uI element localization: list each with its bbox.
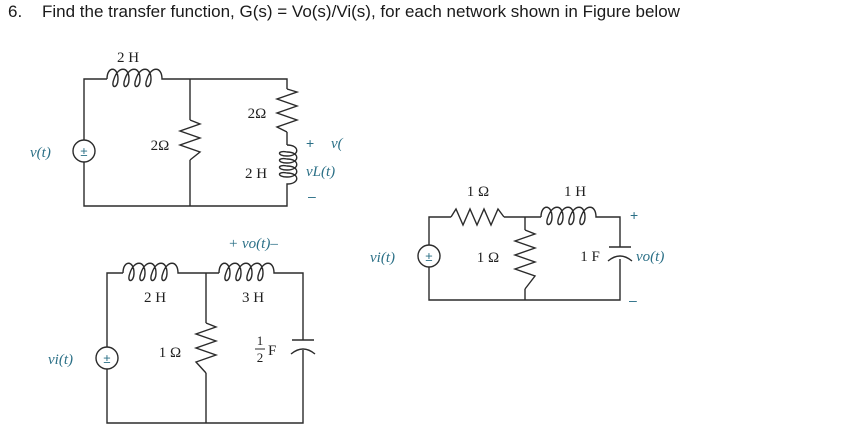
circuit-c-series-resistor bbox=[450, 207, 505, 227]
circuit-b-right-inductor bbox=[218, 262, 289, 282]
circuit-c-output-label: vo(t) bbox=[636, 249, 664, 265]
circuit-c-output-minus: – bbox=[629, 292, 637, 308]
circuit-b-capacitor-unit: F bbox=[268, 343, 276, 359]
circuit-c-output-plus: + bbox=[630, 207, 638, 223]
circuit-a: ± v(t) 2 H 2Ω 2Ω 2 H + v( vL(t) – bbox=[30, 50, 344, 207]
circuit-b-resistor-label: 1 Ω bbox=[159, 345, 181, 361]
circuit-a-top-inductor-label: 2 H bbox=[117, 50, 139, 66]
circuit-a-output-minus: – bbox=[308, 188, 316, 204]
circuit-a-right-resistor bbox=[274, 88, 300, 133]
circuit-c-capacitor-label: 1 F bbox=[580, 249, 600, 265]
circuit-c-shunt-resistor bbox=[512, 229, 538, 290]
circuit-c-inductor bbox=[540, 206, 605, 226]
circuit-c-voltage-source bbox=[417, 244, 441, 268]
circuit-b-resistor bbox=[193, 322, 219, 374]
circuit-a-source-label: v(t) bbox=[30, 145, 51, 161]
circuit-b-wires bbox=[106, 272, 304, 424]
circuit-b: ± vi(t) 2 H 3 H + vo(t)– 1 Ω 1 2 F bbox=[48, 236, 316, 424]
question-body: Find the transfer function, G(s) = Vo(s)… bbox=[42, 2, 680, 21]
question-number: 6. bbox=[8, 2, 23, 21]
circuit-a-output-plus: + bbox=[306, 135, 314, 151]
circuit-a-top-inductor bbox=[106, 68, 177, 88]
circuit-b-source-label: vi(t) bbox=[48, 352, 73, 368]
circuit-c-shunt-resistor-label: 1 Ω bbox=[477, 250, 499, 266]
circuit-a-voltage-source bbox=[72, 139, 96, 163]
circuit-b-capacitor-denominator: 2 bbox=[257, 350, 264, 365]
circuit-a-right-inductor bbox=[278, 144, 298, 196]
circuit-c-inductor-label: 1 H bbox=[564, 184, 586, 200]
circuit-b-right-inductor-label: 3 H bbox=[242, 290, 264, 306]
circuit-c-source-label: vi(t) bbox=[370, 250, 395, 266]
circuit-a-middle-resistor-label: 2Ω bbox=[151, 138, 170, 154]
circuit-b-left-inductor-label: 2 H bbox=[144, 290, 166, 306]
circuit-c-wires bbox=[428, 216, 621, 301]
circuit-c-capacitor-plate-bottom bbox=[607, 255, 633, 262]
circuit-c: ± vi(t) 1 Ω 1 Ω 1 H 1 F + vo(t) – bbox=[370, 184, 664, 308]
circuit-a-source-symbol: ± bbox=[80, 144, 87, 159]
circuit-b-left-inductor bbox=[122, 262, 192, 282]
circuit-a-right-inductor-label: 2 H bbox=[245, 166, 267, 182]
circuit-b-source-symbol: ± bbox=[103, 351, 110, 366]
circuit-a-output-label: vL(t) bbox=[306, 164, 335, 180]
circuit-b-capacitor-numerator: 1 bbox=[257, 333, 264, 348]
circuit-b-voltage-source bbox=[95, 346, 119, 370]
circuit-a-output-label-cut: v( bbox=[331, 136, 344, 152]
circuit-b-capacitor-plate-bottom bbox=[290, 348, 316, 355]
circuit-b-output-label: + vo(t)– bbox=[228, 236, 278, 252]
circuit-c-source-symbol: ± bbox=[425, 249, 432, 264]
circuit-a-wires bbox=[83, 78, 288, 207]
circuit-c-series-resistor-label: 1 Ω bbox=[467, 184, 489, 200]
circuit-a-middle-resistor bbox=[177, 119, 203, 161]
question-text: 6. Find the transfer function, G(s) = Vo(… bbox=[8, 2, 680, 22]
circuit-a-right-resistor-label: 2Ω bbox=[248, 106, 267, 122]
